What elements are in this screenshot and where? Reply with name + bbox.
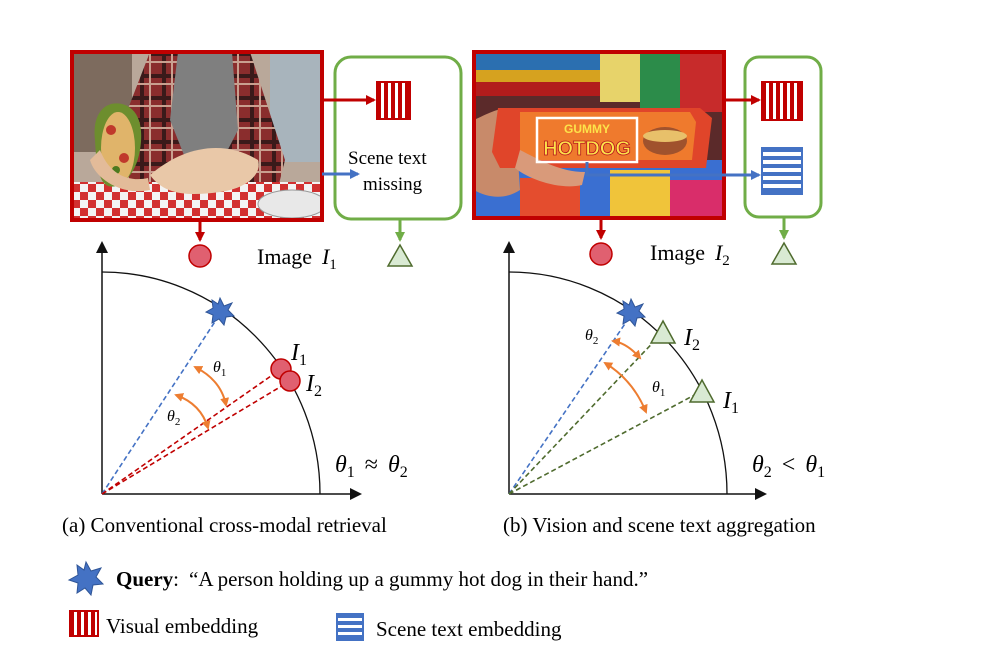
visual-point-a [188, 244, 212, 268]
visual-point-b [589, 242, 613, 266]
arrow-scene-b [585, 162, 761, 180]
visual-embedding-icon [376, 81, 411, 120]
text-point-a [386, 243, 414, 267]
theta-2-label-b: θ2 [585, 327, 598, 347]
theta-1-label-b: θ1 [652, 379, 665, 399]
scene-text-missing-line1: Scene text [348, 148, 427, 169]
sign-gummy-text: GUMMY [564, 122, 610, 136]
point-label-b-i2: I2 [683, 325, 700, 354]
point-label-a-i1: I1 [290, 340, 307, 369]
point-label-a-i2: I2 [305, 371, 322, 400]
point-label-b-i1: I1 [722, 388, 739, 417]
image-1-frame [70, 50, 324, 222]
visual-embedding-icon-b [761, 81, 803, 121]
relation-a: θ1≈θ2 [335, 452, 408, 481]
legend-scene-label: Scene text embedding [376, 617, 562, 641]
text-point-b [770, 241, 798, 265]
legend-scene-icon [336, 613, 364, 641]
image-1-photo [72, 52, 322, 220]
caption-b: (b) Vision and scene text aggregation [503, 513, 816, 537]
theta-1-label-a: θ1 [213, 359, 226, 379]
legend-query: Query:“A person holding up a gummy hot d… [116, 567, 648, 591]
embedding-space-b [503, 241, 767, 500]
relation-b: θ2<θ1 [752, 452, 825, 481]
image-2-frame [472, 50, 726, 220]
sign-hotdog-text: HOTDOG [543, 138, 631, 160]
query-star-icon [67, 560, 105, 597]
theta-2-label-a: θ2 [167, 408, 180, 428]
caption-a: (a) Conventional cross-modal retrieval [62, 513, 387, 537]
scene-text-missing-line2: missing [363, 174, 423, 195]
scene-text-embedding-icon-b [761, 147, 803, 195]
image-2-photo [474, 52, 724, 218]
legend-visual-label: Visual embedding [106, 614, 259, 638]
legend: Query:“A person holding up a gummy hot d… [67, 560, 648, 641]
legend-visual-icon [69, 610, 99, 637]
embedding-space-a [96, 241, 362, 500]
